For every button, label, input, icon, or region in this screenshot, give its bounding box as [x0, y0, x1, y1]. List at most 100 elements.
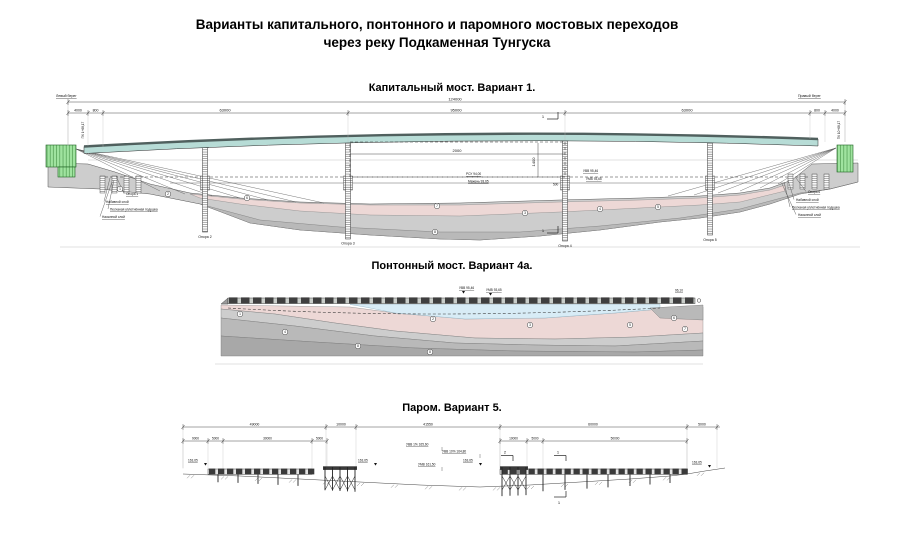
dim-label: 49000 [250, 423, 260, 427]
braced-pier-right [500, 466, 528, 497]
dim-label: 41550 [423, 423, 433, 427]
leader-label: Набивной слой [106, 200, 129, 204]
dimension-lines [181, 424, 720, 469]
right-jetty [499, 468, 688, 475]
deck-level-label: 163,65 [188, 459, 198, 463]
svg-text:5: 5 [657, 205, 659, 209]
soil-profile [215, 304, 704, 365]
dim-500: 500 [553, 183, 559, 187]
total-length-dim: 124000 [448, 97, 462, 102]
dim-label: 9000 [192, 437, 199, 441]
level-marks: 163,65 163,65 163,65 163,65 УВВ 1% 165,6… [188, 443, 711, 471]
soil-marks: 1 2 6 7 3 4 5 8 [116, 185, 662, 236]
svg-text:8: 8 [434, 230, 436, 234]
leader-label: Опора 6 [808, 190, 820, 194]
rsu-level-label: РСУ 94,00 [466, 172, 481, 176]
deck-level-label: 163,65 [692, 461, 702, 465]
svg-text:7: 7 [684, 327, 686, 331]
deck-level-label: 163,65 [358, 459, 368, 463]
svg-text:1: 1 [542, 228, 545, 233]
right-leader-annotations: Опора 6 Набивной слой Песчаная уплотнённ… [781, 177, 840, 217]
leader-label: Насыпной слой [798, 213, 821, 217]
svg-text:6: 6 [246, 196, 248, 200]
pier-label: Опора 3 [341, 242, 354, 246]
capital-bridge-title: Капитальный мост. Вариант 1. [368, 82, 536, 94]
bridge-piers [200, 138, 715, 242]
abutment-slope-hatching [75, 147, 837, 204]
uvv-level-label: УВВ 95,46 [583, 169, 598, 173]
braced-pier-left [323, 466, 357, 492]
dim-label: 10000 [509, 437, 518, 441]
pontoon-deck [220, 297, 702, 305]
mooring-roller [696, 298, 702, 303]
svg-text:2: 2 [504, 450, 507, 455]
svg-text:2: 2 [432, 317, 434, 321]
right-level-label: 96,10 [675, 289, 683, 293]
right-embankment [836, 144, 854, 173]
leader-label: Песчаная уплотнённая подушка [792, 206, 840, 210]
svg-text:8: 8 [357, 344, 359, 348]
dim-label: 5000 [212, 437, 219, 441]
span-dim: 4000 [74, 109, 82, 113]
svg-text:1: 1 [239, 312, 241, 316]
section-mark-top: 1 [542, 112, 559, 120]
dimension-lines [66, 99, 847, 147]
pier-label: Опора 5 [703, 238, 716, 242]
leader-label: Насыпной слой [102, 215, 125, 219]
svg-text:7: 7 [436, 204, 438, 208]
soil-profile [47, 159, 860, 248]
bridge-deck [83, 132, 819, 154]
dim-label: 50000 [611, 437, 620, 441]
svg-text:1: 1 [542, 114, 545, 119]
page-title-line1: Варианты капитального, понтонного и паро… [195, 17, 679, 32]
left-jetty [207, 468, 315, 475]
uvv10-level-label: УВВ 10% 164,80 [442, 450, 466, 454]
navigation-clearance: 2000 1400 [349, 141, 566, 178]
soil-layer-pink [189, 184, 786, 217]
capital-bridge-drawing: 2000 1400 124000 4000 800 63000 95000 6 3… [45, 94, 860, 248]
pk-right-label: ПК 10+68,17 [837, 121, 841, 140]
uvv-level-label: УВВ 95,46 [459, 286, 474, 290]
soil-marks: 1 2 3 4 5 6 7 8 8 [236, 310, 689, 356]
jetty-piles [217, 474, 671, 492]
mezhen-level-label: Межень 93,65 [468, 180, 489, 184]
umv-level-label: УМВ 93,65 [586, 177, 602, 181]
svg-text:2: 2 [167, 192, 169, 196]
soil-layer-dark [199, 181, 859, 241]
dim-label: 60000 [588, 423, 598, 427]
svg-text:4: 4 [599, 207, 601, 211]
left-leader-annotations: Опора 1 Набивной слой Песчаная уплотнённ… [99, 175, 158, 219]
pk-left-label: ПК 1+68,17 [81, 121, 85, 138]
svg-text:3: 3 [529, 323, 531, 327]
deck-level-label: 163,65 [463, 459, 473, 463]
page-title: Варианты капитального, понтонного и паро… [0, 16, 874, 52]
dim-label: 30000 [263, 437, 272, 441]
right-bank-label: Правый берег [798, 94, 822, 98]
umv-level-label: УМВ 93,65 [486, 288, 502, 292]
right-gray-wedge [649, 304, 704, 321]
water-level-marks: УВВ 95,46 УМВ 93,65 96,10 [459, 286, 683, 296]
ferry-drawing: 49000 10000 41550 60000 5000 9000 5000 3… [181, 423, 726, 505]
leader-label: Набивной слой [796, 198, 819, 202]
pier-label: Опора 2 [198, 235, 211, 239]
span-dim: 800 [814, 109, 820, 113]
section-mark-1-bottom: 1 [554, 491, 567, 505]
svg-text:1: 1 [558, 500, 561, 505]
span-dim: 63000 [219, 108, 231, 113]
svg-text:3: 3 [524, 211, 526, 215]
section-mark-2: 2 [501, 450, 514, 461]
pier-label: Опора 4 [558, 244, 571, 248]
svg-text:6: 6 [673, 316, 675, 320]
section-mark-bottom: 1 [542, 226, 559, 234]
dim-label: 5000 [316, 437, 323, 441]
svg-text:1: 1 [119, 187, 121, 191]
leader-label: Песчаная уплотнённая подушка [110, 208, 158, 212]
dim-label: 5000 [531, 437, 538, 441]
left-bank-label: Левый берег [56, 94, 77, 98]
left-embankment [45, 144, 77, 178]
abutment-piles [99, 173, 830, 194]
pontoon-bridge-drawing: УВВ 95,46 УМВ 93,65 96,10 1 2 3 4 5 6 7 … [215, 286, 704, 365]
span-dim: 95000 [450, 108, 462, 113]
span-dim: 800 [93, 109, 99, 113]
